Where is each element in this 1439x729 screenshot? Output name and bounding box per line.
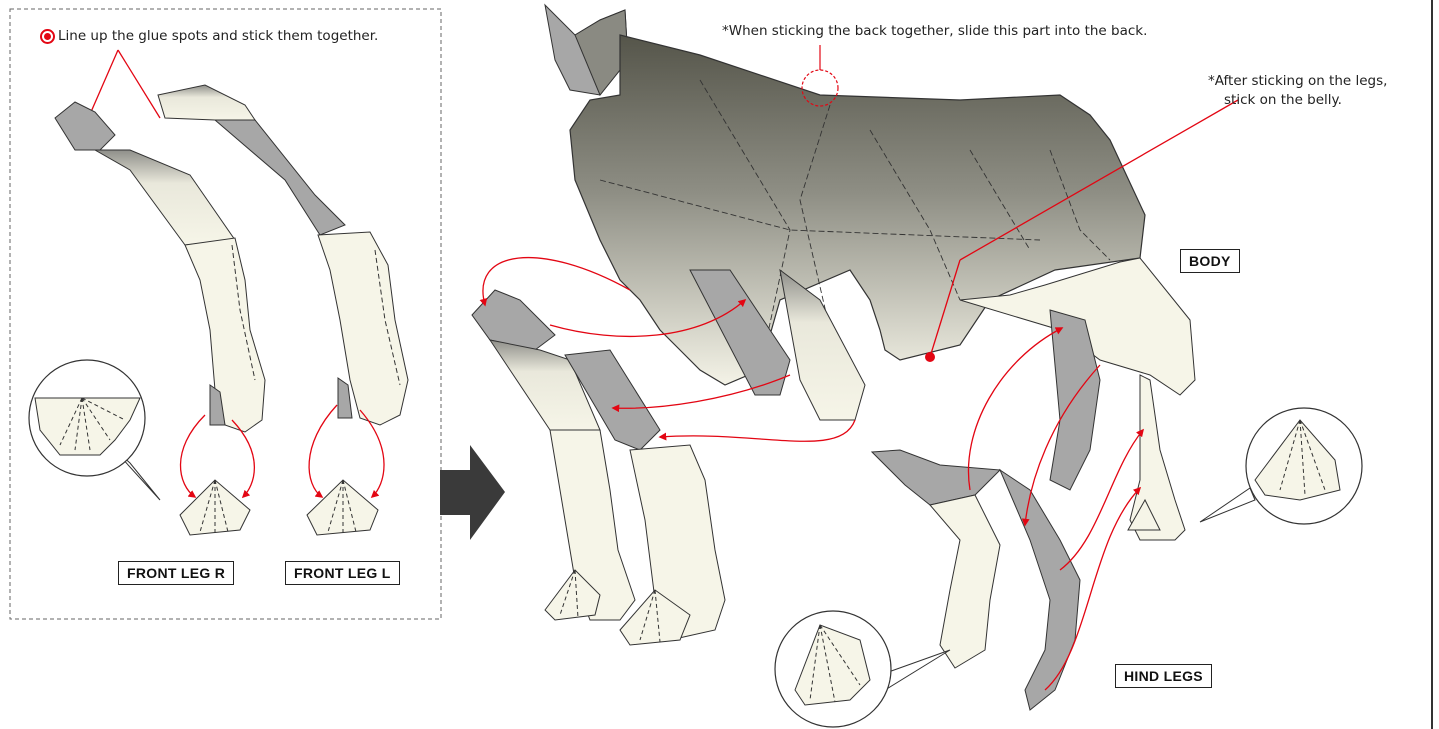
attached-front-leg-1 <box>472 290 635 620</box>
body-part <box>545 5 1195 420</box>
hind-legs-label: HIND LEGS <box>1115 664 1212 688</box>
next-step-arrow <box>440 445 505 540</box>
front-hoof-detail-callout <box>29 360 160 500</box>
glue-instruction: Line up the glue spots and stick them to… <box>40 28 378 44</box>
hind-hoof-detail-callout-right <box>1200 408 1362 524</box>
page-border <box>1431 0 1433 729</box>
front-leg-r-label: FRONT LEG R <box>118 561 234 585</box>
back-slide-note: *When sticking the back together, slide … <box>722 23 1147 39</box>
glue-spot-target-icon <box>40 29 55 44</box>
front-leg-l-label: FRONT LEG L <box>285 561 400 585</box>
belly-note-line2: stick on the belly. <box>1224 92 1342 108</box>
body-label: BODY <box>1180 249 1240 273</box>
glue-instruction-text: Line up the glue spots and stick them to… <box>58 28 378 44</box>
hind-hoof-detail-callout-left <box>775 611 950 727</box>
front-leg-l-part <box>158 85 408 535</box>
belly-note-line1: *After sticking on the legs, <box>1208 73 1387 89</box>
